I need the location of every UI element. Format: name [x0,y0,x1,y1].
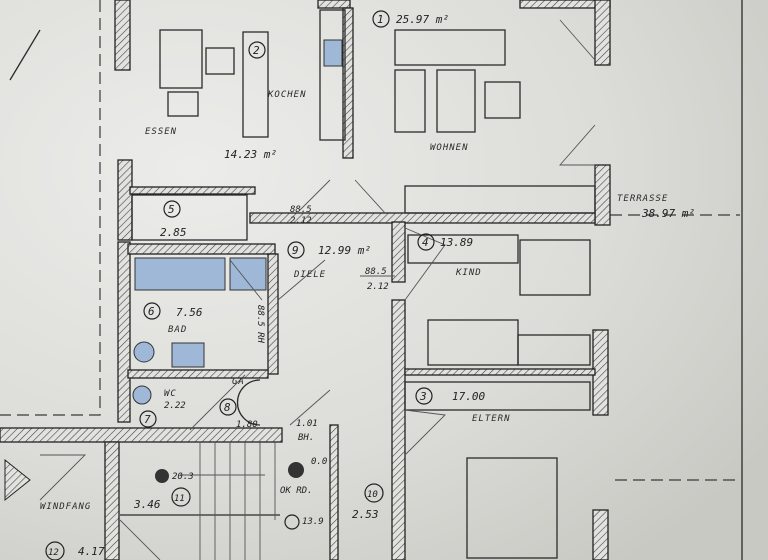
okrd-annotation: OK RD. [280,486,313,496]
door-dim-a-bottom: 2.12 [290,216,312,226]
room-2-name: KOCHEN [267,90,307,100]
room-2-area: 14.23 m² [224,148,277,161]
room-6-number: 6 [148,305,155,318]
room-1-number: 1 [377,13,384,26]
room-6-name: BAD [168,325,187,335]
room-10-area: 2.53 [352,508,379,521]
room-3-name: ELTERN [472,414,511,424]
room-5-area: 2.85 [160,226,187,239]
room-3-area: 17.00 [452,390,485,403]
room-3-number: 3 [419,390,427,403]
room-8-number: 8 [224,401,231,414]
door-dim-bad: 88.5 RH [255,305,265,344]
zero-level-annotation: 0.0 [311,457,327,467]
room-12-name: WINDFANG [40,502,91,512]
staircase [119,442,280,560]
terrace-name: TERRASSE [617,194,668,204]
room-1-name: WOHNEN [430,143,469,153]
room-8-name: GA [232,377,245,387]
terrace-area: 38.97 m² [641,207,695,220]
room-2-number: 2 [253,44,260,57]
room-5-number: 5 [168,203,175,216]
room-8-area: 1.80 [236,420,258,430]
room-labels: 25.97 m² WOHNEN 14.23 m² KOCHEN ESSEN 17… [40,13,695,558]
dashed-boundary [0,0,743,560]
room-1-area: 25.97 m² [396,13,449,26]
room-11-number: 11 [174,494,185,504]
room-9-name: DIELE [293,270,326,280]
room-7-name: WC [164,389,177,399]
room-7-area: 2.22 [164,401,186,411]
room-6-area: 7.56 [176,306,203,319]
bh-annotation: BH. [298,433,314,443]
room-7-number: 7 [144,413,151,426]
furniture [4,9,596,560]
step-annotation: 20.3 [172,472,194,482]
height-annotation: 1.01 [296,419,318,429]
door-dim-b-top: 88.5 [365,267,387,277]
door-dim-a-top: 88.5 [290,205,312,215]
walls [0,0,611,560]
door-dim-b-bottom: 2.12 [367,282,389,292]
level-139-annotation: 13.9 [302,517,324,527]
room-4-name: KIND [455,268,482,278]
room-9-area: 12.99 m² [318,244,371,257]
room-12-number: 12 [48,548,59,558]
room-4-number: 4 [422,236,429,249]
room-9-number: 9 [292,244,299,257]
annotations: 88.5 2.12 88.5 2.12 88.5 RH 1.01 BH. 0.0… [172,205,395,527]
room-10-number: 10 [367,490,378,500]
room-2-name2: ESSEN [145,127,177,137]
room-11-area: 3.46 [133,498,161,511]
room-12-area: 4.17 [78,545,105,558]
room-number-markers: 1 2 3 4 5 6 7 8 9 10 11 12 [45,10,435,560]
room-4-area: 13.89 [440,236,473,249]
